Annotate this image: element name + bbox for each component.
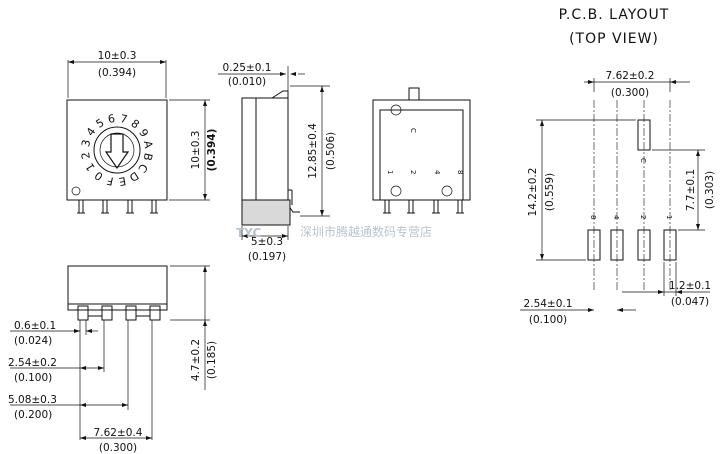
pcb-pad-common [637,119,651,151]
front-view: 4.7±0.2 (0.185) 0.6±0.1 (0.024) 2.54±0.2… [8,265,218,454]
top-height-dim: 10±0.3 [190,131,202,170]
pcb-pad-width-inch: (0.047) [671,296,709,308]
top-body [66,99,168,201]
dial-digit-1: 1 [83,161,98,174]
front-pitch-inch: (0.100) [14,372,52,384]
dial-digit-2: 2 [79,151,93,160]
front-pitch-dim: 2.54±0.2 [8,357,57,369]
pcb-pad-label-c: C [639,158,647,163]
pin-width-inch: (0.024) [14,335,52,347]
dial-digit-5: 5 [94,116,107,131]
back-pin-c: C [409,128,417,133]
pcb-layout: P.C.B. LAYOUT (TOP VIEW) 7.62±0.2 (0.300… [520,7,716,326]
side-depth-dim: 5±0.3 [251,236,283,248]
front-span3-inch: (0.300) [99,442,137,454]
pcb-title: P.C.B. LAYOUT [559,7,670,23]
pcb-pad-4 [610,229,624,261]
pcb-height-dim: 14.2±0.2 [527,168,539,217]
pcb-pad-label-2: 2 [639,215,647,219]
pcb-height-inch: (0.559) [544,173,556,211]
dial-digit-E: E [118,174,127,188]
watermark-text: 深圳市腾越通数码专营店 [300,224,432,239]
dial-digit-D: D [127,169,141,185]
pcb-pad-1 [663,229,677,261]
dial-digit-8: 8 [128,117,141,132]
side-height-dim: 12.85±0.4 [307,123,319,179]
dial-digit-B: B [141,152,155,162]
back-pin-4: 4 [433,170,441,175]
pcb-subtitle: (TOP VIEW) [569,31,659,47]
dial-digit-6: 6 [107,112,116,126]
front-height-dim: 4.7±0.2 [190,339,202,381]
rotary-dial [93,126,141,174]
pcb-pitch-bottom-inch: (0.100) [529,314,567,326]
pcb-pad-width-dim: 1.2±0.1 [669,280,711,292]
pcb-pad-label-1: 1 [665,215,673,219]
watermark: TYC 深圳市腾越通数码专营店 [236,224,432,240]
pcb-upper-height-inch: (0.303) [704,171,716,209]
lead-thickness-dim: 0.25±0.1 [223,62,272,74]
pcb-pitch-top-dim: 7.62±0.2 [606,70,655,82]
side-depth-inch: (0.197) [248,251,286,263]
watermark-logo: TYC [236,226,261,240]
pcb-pad-2 [637,229,651,261]
back-pin-2: 2 [409,170,417,174]
top-width-inch: (0.394) [98,67,136,79]
pcb-pitch-top-inch: (0.300) [611,87,649,99]
back-pin-8: 8 [456,170,464,174]
pcb-pitch-bottom-dim: 2.54±0.1 [524,298,573,310]
front-span2-dim: 5.08±0.3 [8,394,57,406]
dial-digit-F: F [106,174,115,188]
pcb-upper-height-dim: 7.7±0.1 [685,169,697,211]
dial-digit-4: 4 [84,125,99,138]
pcb-pad-label-4: 4 [612,215,620,220]
dial-digit-A: A [141,140,155,150]
dial-digit-7: 7 [119,112,129,126]
side-height-inch: (0.506) [325,132,337,170]
dial-digit-9: 9 [136,127,151,140]
back-view: C 1 2 4 8 [372,87,471,214]
front-height-inch: (0.185) [206,341,218,379]
dial-digit-3: 3 [79,138,93,148]
pcb-pad-label-8: 8 [589,215,597,219]
pcb-pad-8 [587,229,601,261]
pin-width-dim: 0.6±0.1 [14,320,56,332]
back-pin-1: 1 [386,170,394,174]
lead-thickness-inch: (0.010) [228,76,266,88]
front-span2-inch: (0.200) [14,409,52,421]
top-height-inch: (0.394) [206,129,218,172]
side-view: 0.25±0.1 (0.010) 12.85±0.4 (0.506) 5±0.3… [218,62,337,263]
dial-digit-0: 0 [92,168,105,183]
top-width-dim: 10±0.3 [98,50,137,62]
front-span3-dim: 7.62±0.4 [94,427,143,439]
dial-arrow-icon [104,133,130,170]
